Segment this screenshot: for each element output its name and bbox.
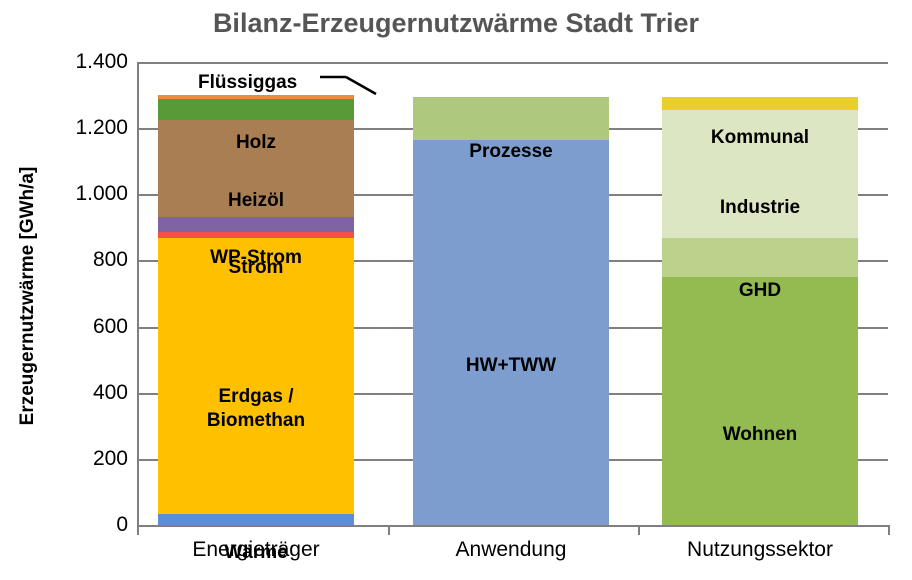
bar-segment-strom[interactable] [158,232,354,238]
bar-segment-heiz-l[interactable] [158,119,354,218]
bar-segment-ghd[interactable] [662,237,858,277]
y-tick-label-0: 0 [116,513,128,536]
bar-segment-fl-ssiggas[interactable] [158,95,354,100]
bar-segment-holz[interactable] [158,99,354,120]
x-axis-tick-2 [638,525,640,535]
bar-segment-wohnen[interactable] [662,276,858,525]
x-category-label-energieträger: Energieträger [192,538,320,561]
bar-segment-industrie[interactable] [662,109,858,238]
x-axis-line [137,525,890,527]
chart-title: Bilanz-Erzeugernutzwärme Stadt Trier [212,8,700,38]
y-tick-label-600: 600 [92,314,128,338]
y-tick-label-1200: 1.200 [75,116,128,140]
y-tick-label-1400: 1.400 [75,50,128,73]
x-category-label-anwendung: Anwendung [455,538,567,561]
y-tick-label-1000: 1.000 [75,182,128,206]
gridline-1400 [137,62,888,64]
bar-segment-w-rme[interactable] [158,514,354,525]
x-axis-tick-3 [888,525,890,535]
y-axis-line [137,62,139,527]
x-axis-tick-1 [388,525,390,535]
y-tick-label-200: 200 [92,446,128,470]
y-tick-label-400: 400 [92,380,128,404]
bar-segment-wp-strom[interactable] [158,217,354,233]
x-category-label-nutzungssektor: Nutzungssektor [687,538,833,561]
y-axis-tick-labels: 1.400 1.200 1.000 800 600 400 200 0 [0,0,128,580]
bar-segment-hw-tww[interactable] [413,140,609,525]
x-axis-tick-0 [137,525,139,535]
fluessiggas-leader-line [320,75,377,96]
bar-segment-erdgas-biomethan[interactable] [158,237,354,515]
bar-segment-prozesse[interactable] [413,96,609,141]
bar-segment-kommunal[interactable] [662,96,858,110]
y-tick-label-800: 800 [92,248,128,272]
fluessiggas-callout-label: Flüssiggas [198,72,298,93]
